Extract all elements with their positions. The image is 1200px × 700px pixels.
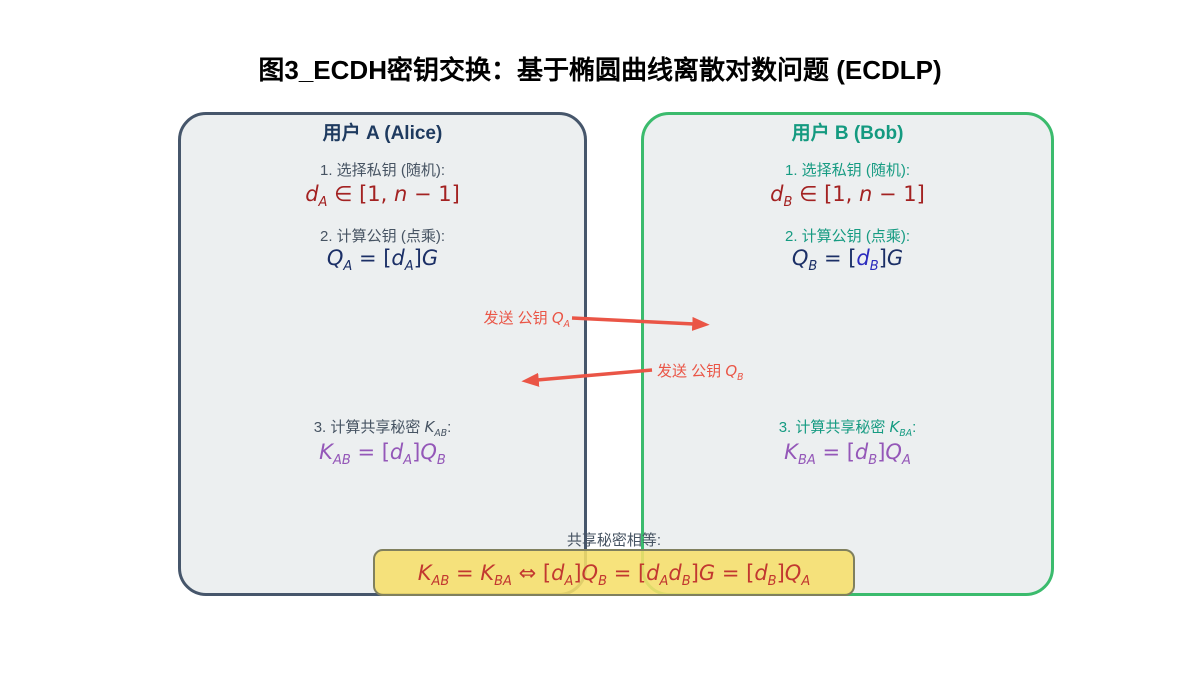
alice-step1-label: 1. 选择私钥 (随机): <box>319 162 445 179</box>
bob-public-key-formula: QB = [dB]G <box>791 246 904 275</box>
bob-step1-label: 1. 选择私钥 (随机): <box>784 162 910 179</box>
bob-shared-secret-formula: KBA = [dB]QA <box>784 440 911 469</box>
equality-caption: 共享秘密相等: <box>566 532 662 549</box>
bob-step3-label: 3. 计算共享秘密 KBA: <box>778 418 917 439</box>
alice-public-key-formula: QA = [dA]G <box>326 246 439 275</box>
bob-private-key-formula: dB ∈ [1, n − 1] <box>770 182 925 211</box>
alice-step3-label: 3. 计算共享秘密 KAB: <box>313 418 452 439</box>
bob-step2-label: 2. 计算公钥 (点乘): <box>784 228 910 245</box>
alice-step2-label: 2. 计算公钥 (点乘): <box>319 228 445 245</box>
alice-shared-secret-formula: KAB = [dA]QB <box>319 440 446 469</box>
equality-box: KAB = KBA ⇔ [dA]QB = [dAdB]G = [dB]QA <box>373 549 855 596</box>
alice-panel: 用户 A (Alice) 1. 选择私钥 (随机): dA ∈ [1, n − … <box>178 112 587 596</box>
alice-private-key-formula: dA ∈ [1, n − 1] <box>305 182 460 211</box>
send-public-key-qa-label: 发送 公钥 QA <box>483 309 570 330</box>
equality-formula: KAB = KBA ⇔ [dA]QB = [dAdB]G = [dB]QA <box>417 560 811 589</box>
send-public-key-qb-label: 发送 公钥 QB <box>657 362 744 383</box>
bob-panel-title: 用户 B (Bob) <box>791 123 904 144</box>
alice-panel-title: 用户 A (Alice) <box>322 123 443 144</box>
diagram-title: 图3_ECDH密钥交换：基于椭圆曲线离散对数问题 (ECDLP) <box>258 55 942 85</box>
bob-panel: 用户 B (Bob) 1. 选择私钥 (随机): dB ∈ [1, n − 1]… <box>641 112 1054 596</box>
